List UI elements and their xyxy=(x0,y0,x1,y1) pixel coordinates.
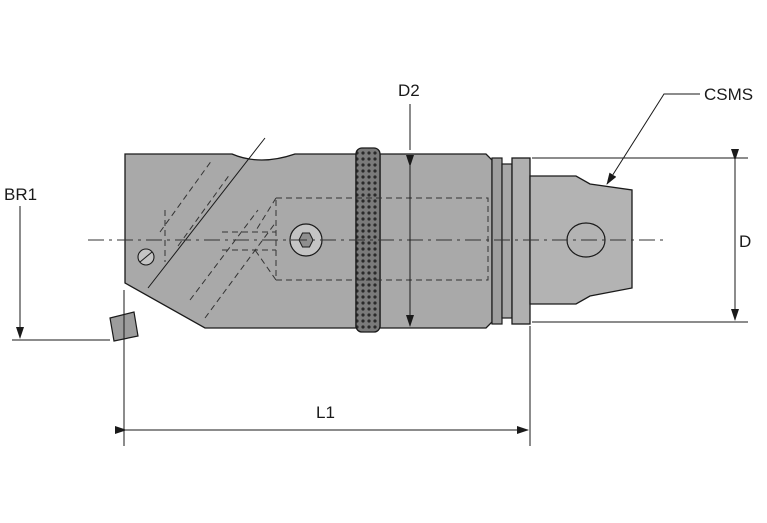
csms-leader xyxy=(606,93,700,185)
collar-flange xyxy=(511,157,531,325)
csms-label: CSMS xyxy=(704,85,753,104)
d2-label: D2 xyxy=(398,81,420,100)
collar-ring-2 xyxy=(501,163,513,319)
hidden-coolant-lines xyxy=(159,159,277,319)
head-section-line xyxy=(147,137,266,289)
l1-label: L1 xyxy=(316,403,335,422)
hidden-bore xyxy=(275,197,489,281)
br1-label: BR1 xyxy=(4,185,37,204)
collar-ring-1 xyxy=(491,157,503,325)
holder-body-rear xyxy=(379,153,493,329)
insert-screw-slot xyxy=(139,251,153,263)
d-label: D xyxy=(739,232,751,251)
